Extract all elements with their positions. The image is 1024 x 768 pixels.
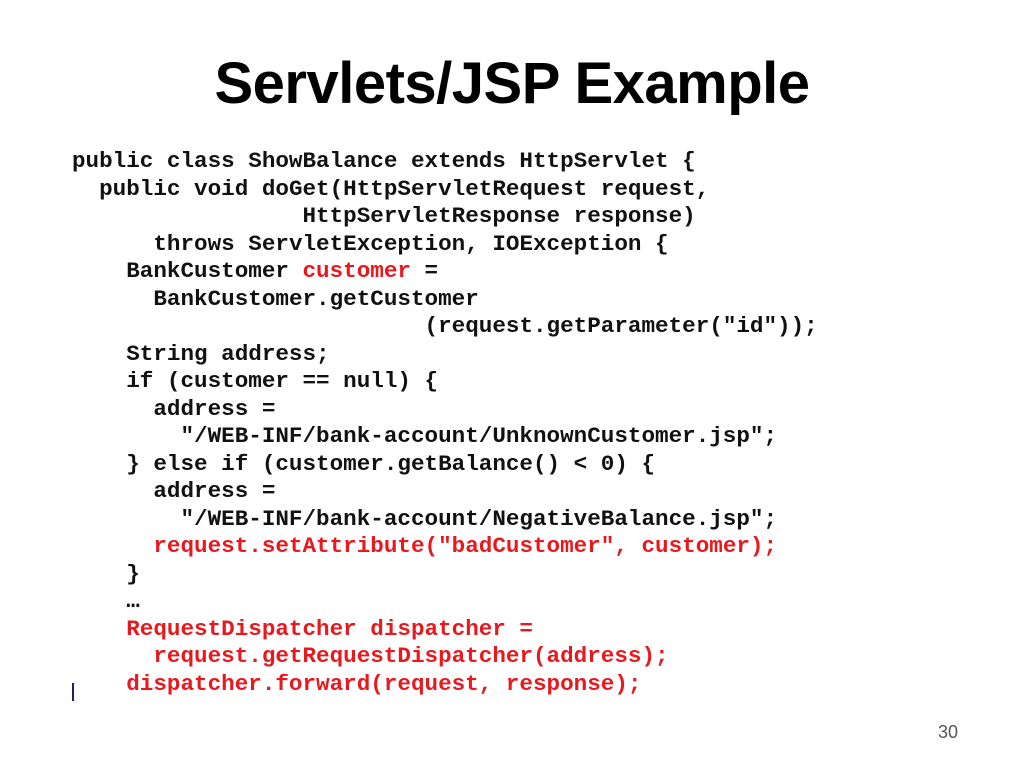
code-line: "/WEB-INF/bank-account/NegativeBalance.j… bbox=[72, 506, 818, 534]
code-line: … bbox=[72, 588, 818, 616]
code-line: request.setAttribute("badCustomer", cust… bbox=[72, 533, 818, 561]
code-indent bbox=[72, 423, 180, 449]
code-highlight: RequestDispatcher dispatcher = bbox=[126, 615, 533, 642]
code-highlight: dispatcher.forward(request, response); bbox=[126, 670, 642, 697]
code-indent bbox=[72, 588, 126, 614]
code-text: } bbox=[126, 560, 140, 587]
code-text: address = bbox=[153, 478, 276, 504]
code-line: throws ServletException, IOException { bbox=[72, 231, 818, 259]
code-indent bbox=[72, 313, 425, 339]
code-indent bbox=[72, 451, 126, 477]
code-highlight: request.getRequestDispatcher(address); bbox=[153, 643, 669, 669]
code-line: } bbox=[72, 561, 818, 589]
code-text: String address; bbox=[126, 340, 330, 367]
code-line: HttpServletResponse response) bbox=[72, 203, 818, 231]
code-indent bbox=[72, 368, 126, 394]
code-line: address = bbox=[72, 478, 818, 506]
code-text: public class ShowBalance extends HttpSer… bbox=[72, 148, 696, 174]
code-indent bbox=[72, 286, 153, 312]
code-text: "/WEB-INF/bank-account/NegativeBalance.j… bbox=[180, 505, 778, 532]
code-line: } else if (customer.getBalance() < 0) { bbox=[72, 451, 818, 479]
slide-title: Servlets/JSP Example bbox=[214, 51, 810, 116]
code-line: public class ShowBalance extends HttpSer… bbox=[72, 148, 818, 176]
code-line: BankCustomer.getCustomer bbox=[72, 286, 818, 314]
code-indent bbox=[72, 203, 303, 229]
code-line: dispatcher.forward(request, response); bbox=[72, 671, 818, 699]
code-text: (request.getParameter("id")); bbox=[424, 313, 818, 339]
code-text: HttpServletResponse response) bbox=[302, 203, 696, 229]
code-line: address = bbox=[72, 396, 818, 424]
code-highlight: customer bbox=[302, 258, 411, 284]
page-number: 30 bbox=[937, 722, 958, 742]
code-highlight: request.setAttribute("badCustomer", cust… bbox=[153, 533, 778, 559]
code-line: BankCustomer customer = bbox=[72, 258, 818, 286]
code-text: … bbox=[126, 588, 140, 614]
code-indent bbox=[72, 231, 153, 257]
code-indent bbox=[72, 643, 153, 669]
code-line: request.getRequestDispatcher(address); bbox=[72, 643, 818, 671]
code-text: throws ServletException, IOException { bbox=[153, 230, 669, 257]
code-indent bbox=[72, 341, 126, 367]
code-line: String address; bbox=[72, 341, 818, 369]
code-text: if (customer == null) { bbox=[126, 368, 439, 394]
code-indent bbox=[72, 561, 126, 587]
code-line: if (customer == null) { bbox=[72, 368, 818, 396]
code-line: "/WEB-INF/bank-account/UnknownCustomer.j… bbox=[72, 423, 818, 451]
code-text: address = bbox=[153, 395, 276, 422]
code-indent bbox=[72, 396, 153, 422]
code-text: "/WEB-INF/bank-account/UnknownCustomer.j… bbox=[180, 423, 778, 449]
code-text: = bbox=[410, 258, 439, 284]
code-indent bbox=[72, 616, 126, 642]
code-line: (request.getParameter("id")); bbox=[72, 313, 818, 341]
code-line: RequestDispatcher dispatcher = bbox=[72, 616, 818, 644]
code-text: BankCustomer bbox=[126, 258, 303, 284]
code-text: } else if (customer.getBalance() < 0) { bbox=[126, 450, 656, 477]
code-indent bbox=[72, 671, 126, 697]
code-text: BankCustomer.getCustomer bbox=[153, 285, 479, 312]
code-line: public void doGet(HttpServletRequest req… bbox=[72, 176, 818, 204]
code-text: public void doGet(HttpServletRequest req… bbox=[99, 175, 710, 202]
code-indent bbox=[72, 506, 180, 532]
accent-bar bbox=[72, 683, 74, 701]
code-indent bbox=[72, 533, 153, 559]
code-indent bbox=[72, 258, 126, 284]
code-indent bbox=[72, 176, 99, 202]
code-block: public class ShowBalance extends HttpSer… bbox=[72, 148, 818, 698]
code-indent bbox=[72, 478, 153, 504]
